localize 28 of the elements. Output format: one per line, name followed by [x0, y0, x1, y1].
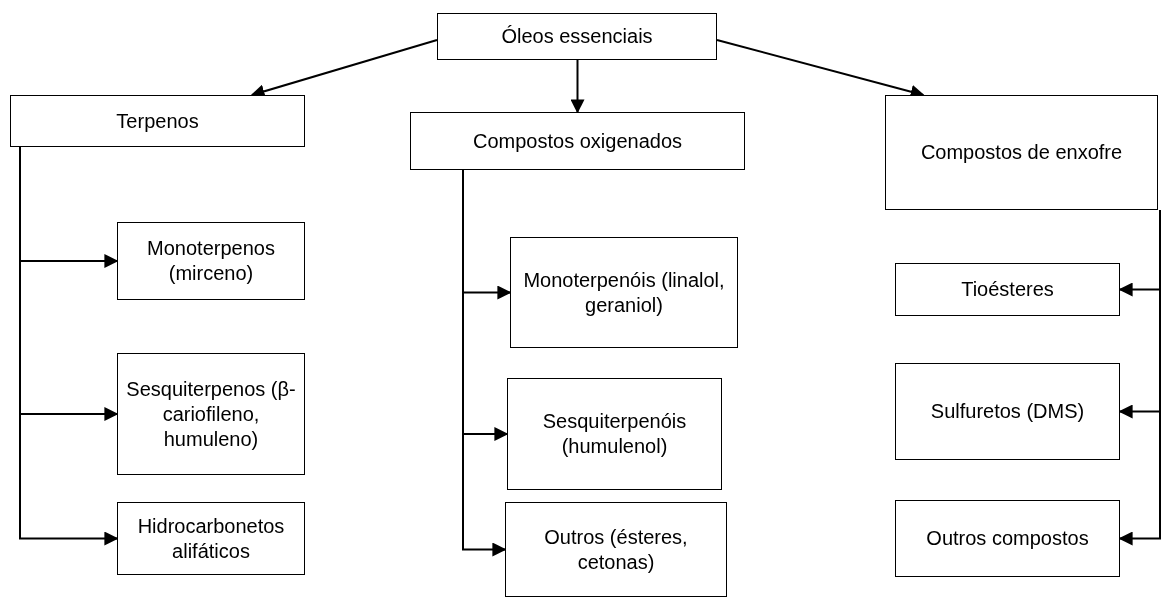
- category-label: Sulfuretos (DMS): [930, 399, 1085, 424]
- category-label: Compostos de enxofre: [920, 140, 1123, 165]
- category-box: [117, 353, 305, 475]
- category-box: [505, 502, 727, 597]
- category-label: Monoterpenóis (linalol, geraniol): [522, 267, 726, 318]
- category-box: [410, 112, 745, 170]
- category-label: Tioésteres: [961, 277, 1054, 302]
- category-box: [895, 363, 1120, 460]
- category-box: [10, 95, 305, 147]
- category-label: Hidrocarbonetos alifáticos: [136, 513, 286, 564]
- category-label: Compostos oxigenados: [473, 128, 682, 154]
- category-label: Sesquiterpenos (β-cariofileno, humuleno): [126, 376, 296, 452]
- category-box: [437, 13, 717, 60]
- category-label: Outros (ésteres, cetonas): [543, 524, 689, 575]
- category-label: Óleos essenciais: [501, 24, 653, 49]
- category-box: [117, 222, 305, 300]
- category-box: [510, 237, 738, 348]
- category-box: [895, 500, 1120, 577]
- category-label: Sesquiterpenóis (humulenol): [541, 409, 688, 459]
- category-label: Monoterpenos (mirceno): [146, 236, 276, 286]
- category-box: [895, 263, 1120, 316]
- category-box: [117, 502, 305, 575]
- arrow: [1118, 209, 1161, 546]
- category-label: Terpenos: [116, 108, 199, 134]
- arrow: [570, 59, 585, 114]
- category-label: Outros compostos: [926, 526, 1089, 551]
- category-box: [507, 378, 722, 490]
- category-box: [885, 95, 1158, 210]
